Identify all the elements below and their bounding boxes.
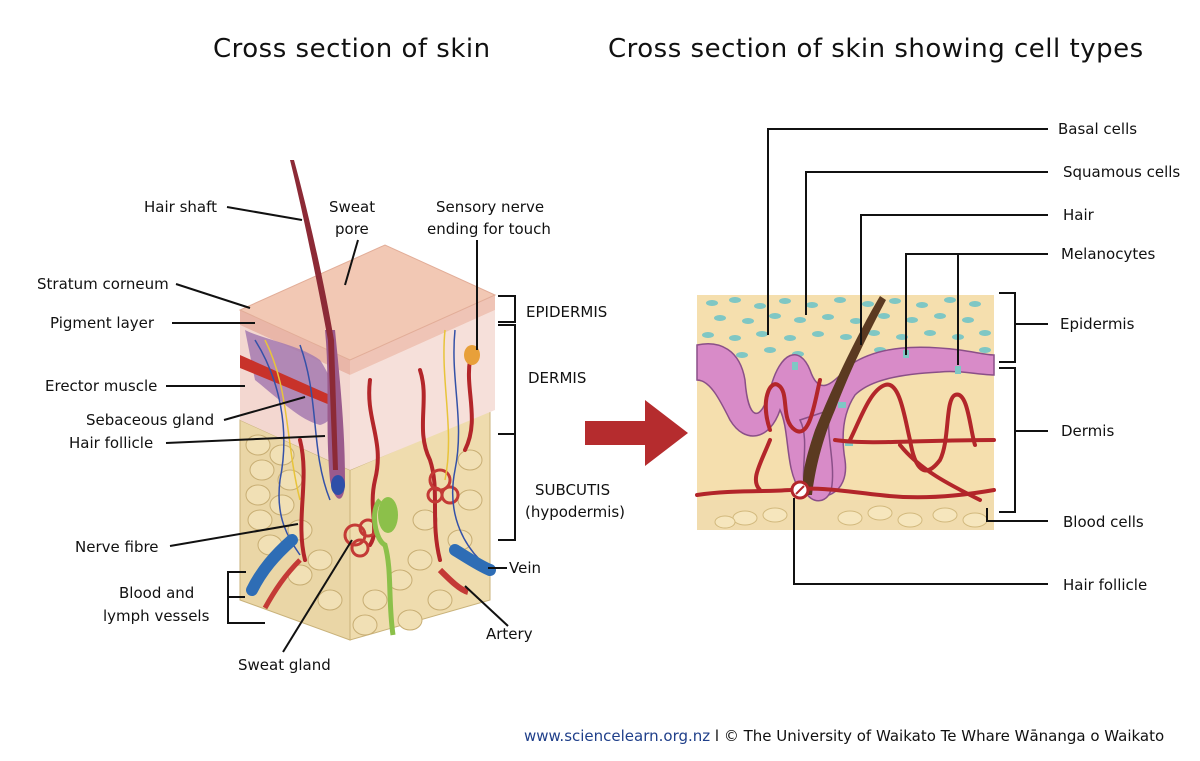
label-hair-shaft: Hair shaft — [144, 198, 217, 216]
label-sebaceous-gland: Sebaceous gland — [86, 411, 215, 429]
label-sweat-gland: Sweat gland — [238, 656, 331, 674]
label-nerve-fibre: Nerve fibre — [75, 538, 159, 556]
label-sweat-pore-1: Sweat — [329, 198, 376, 216]
label-erector-muscle: Erector muscle — [45, 377, 158, 395]
label-subcutis-2: (hypodermis) — [525, 503, 626, 521]
label-blood-cells: Blood cells — [1063, 513, 1144, 531]
left-leader-lines — [165, 206, 516, 653]
label-blood-lymph-2: lymph vessels — [103, 607, 210, 625]
label-sweat-pore-2: pore — [335, 220, 369, 238]
footer-separator: l © — [710, 727, 744, 745]
label-melanocytes: Melanocytes — [1061, 245, 1156, 263]
label-epidermis-layer: EPIDERMIS — [526, 303, 608, 321]
label-hair-follicle-left: Hair follicle — [69, 434, 154, 452]
label-subcutis-1: SUBCUTIS — [535, 481, 611, 499]
footer-url[interactable]: www.sciencelearn.org.nz — [524, 727, 711, 745]
label-artery: Artery — [486, 625, 533, 643]
footer-credit-text: The University of Waikato Te Whare Wānan… — [743, 727, 1165, 745]
label-dermis-layer: DERMIS — [528, 369, 587, 387]
label-sensory-2: ending for touch — [427, 220, 551, 238]
right-leader-lines — [767, 128, 1048, 585]
right-title: Cross section of skin showing cell types — [608, 34, 1144, 64]
label-pigment-layer: Pigment layer — [50, 314, 155, 332]
left-title: Cross section of skin — [213, 34, 491, 64]
footer-credit: www.sciencelearn.org.nz l © The Universi… — [524, 727, 1164, 745]
label-hair: Hair — [1063, 206, 1094, 224]
label-epidermis: Epidermis — [1060, 315, 1135, 333]
left-skin-block — [238, 160, 497, 641]
label-blood-lymph-1: Blood and — [119, 584, 195, 602]
label-hair-follicle-right: Hair follicle — [1063, 576, 1148, 594]
label-dermis: Dermis — [1061, 422, 1115, 440]
label-squamous-cells: Squamous cells — [1063, 163, 1181, 181]
label-stratum-corneum: Stratum corneum — [37, 275, 169, 293]
label-basal-cells: Basal cells — [1058, 120, 1138, 138]
transition-arrow — [585, 400, 688, 466]
label-sensory-1: Sensory nerve — [436, 198, 545, 216]
label-vein: Vein — [509, 559, 541, 577]
right-skin-block — [695, 295, 996, 530]
